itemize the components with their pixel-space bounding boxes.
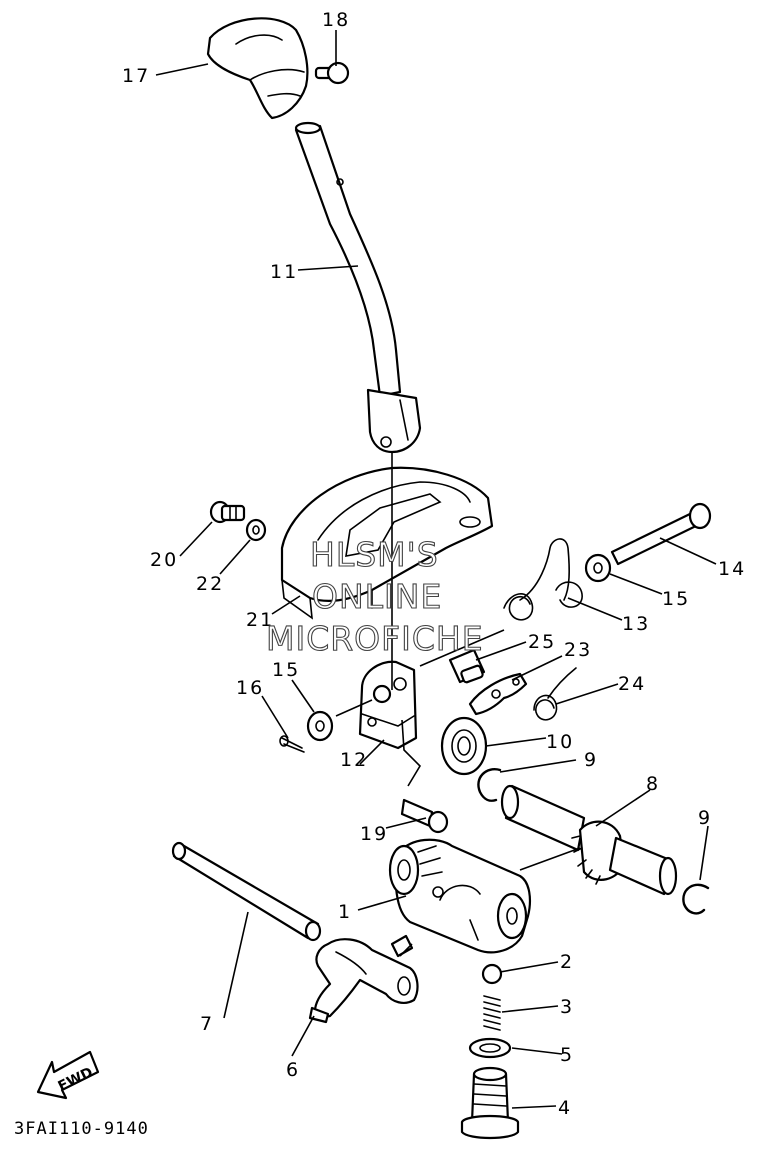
detent-spring-part (483, 995, 501, 1031)
callout-label: 6 (286, 1059, 300, 1081)
callout-label: 24 (618, 673, 646, 695)
callout-label: 22 (196, 573, 224, 595)
callout-label: 15 (272, 659, 300, 681)
callout-labels: 17 18 11 20 22 21 14 15 13 25 23 24 16 1… (122, 9, 746, 1119)
watermark-line: HLSM'S (310, 535, 439, 574)
plug-washer-part (468, 1037, 512, 1059)
circlip-part (477, 768, 502, 802)
callout-label: 9 (584, 749, 598, 771)
oil-seal-part (440, 716, 488, 776)
callout-label: 9 (698, 807, 712, 829)
watermark-line: MICROFICHE (266, 619, 484, 658)
callout-label: 14 (718, 558, 746, 580)
shift-drum-part (388, 838, 531, 954)
callout-label: 12 (340, 749, 368, 771)
long-pin-part (610, 502, 712, 566)
callout-label: 16 (236, 677, 264, 699)
callout-label: 23 (564, 639, 592, 661)
torsion-spring-part (503, 538, 583, 621)
callout-label: 25 (528, 631, 556, 653)
callout-label: 18 (322, 9, 350, 31)
cotter-pin-part (279, 735, 305, 753)
callout-label: 11 (270, 261, 298, 283)
shift-gate-bracket-part (280, 466, 494, 620)
leader-lines (155, 30, 717, 1109)
watermark-line: ONLINE (312, 577, 442, 616)
bolt-part (209, 500, 246, 524)
callout-label: 8 (646, 773, 660, 795)
callout-label: 3 (560, 996, 574, 1018)
stopper-spring-part (533, 667, 577, 721)
shift-knob-part (206, 17, 309, 120)
callout-label: 13 (622, 613, 650, 635)
callout-label: 4 (558, 1097, 572, 1119)
diagram-code: 3FAI110-9140 (14, 1119, 149, 1139)
arm-washer-part (306, 710, 334, 742)
guide-rod-part (171, 841, 322, 942)
watermark: HLSM'S ONLINE MICROFICHE (265, 534, 484, 658)
adjust-bolt-part (448, 648, 486, 684)
callout-label: 2 (560, 951, 574, 973)
callout-label: 5 (560, 1044, 574, 1066)
washer-part (245, 518, 267, 542)
callout-label: 1 (338, 901, 352, 923)
shift-lever-part (294, 121, 422, 454)
callout-label: 19 (360, 823, 388, 845)
knob-pin-part (314, 61, 350, 85)
callout-label: 10 (546, 731, 574, 753)
callout-label: 17 (122, 65, 150, 87)
plug-bolt-part (460, 1066, 520, 1140)
shift-shaft-part (500, 784, 678, 896)
shift-fork-part (308, 934, 419, 1024)
stopper-lever-part (468, 672, 528, 716)
callout-label: 20 (150, 549, 178, 571)
circlip-right-part (682, 883, 710, 915)
forward-arrow: FWD (36, 1050, 100, 1100)
pin-washer-part (584, 553, 612, 583)
detent-ball-part (481, 963, 503, 985)
shift-arm-part (358, 660, 418, 750)
callout-label: 21 (246, 609, 274, 631)
callout-label: 7 (200, 1013, 214, 1035)
callout-label: 15 (662, 588, 690, 610)
mount-bolt-part (400, 798, 449, 834)
